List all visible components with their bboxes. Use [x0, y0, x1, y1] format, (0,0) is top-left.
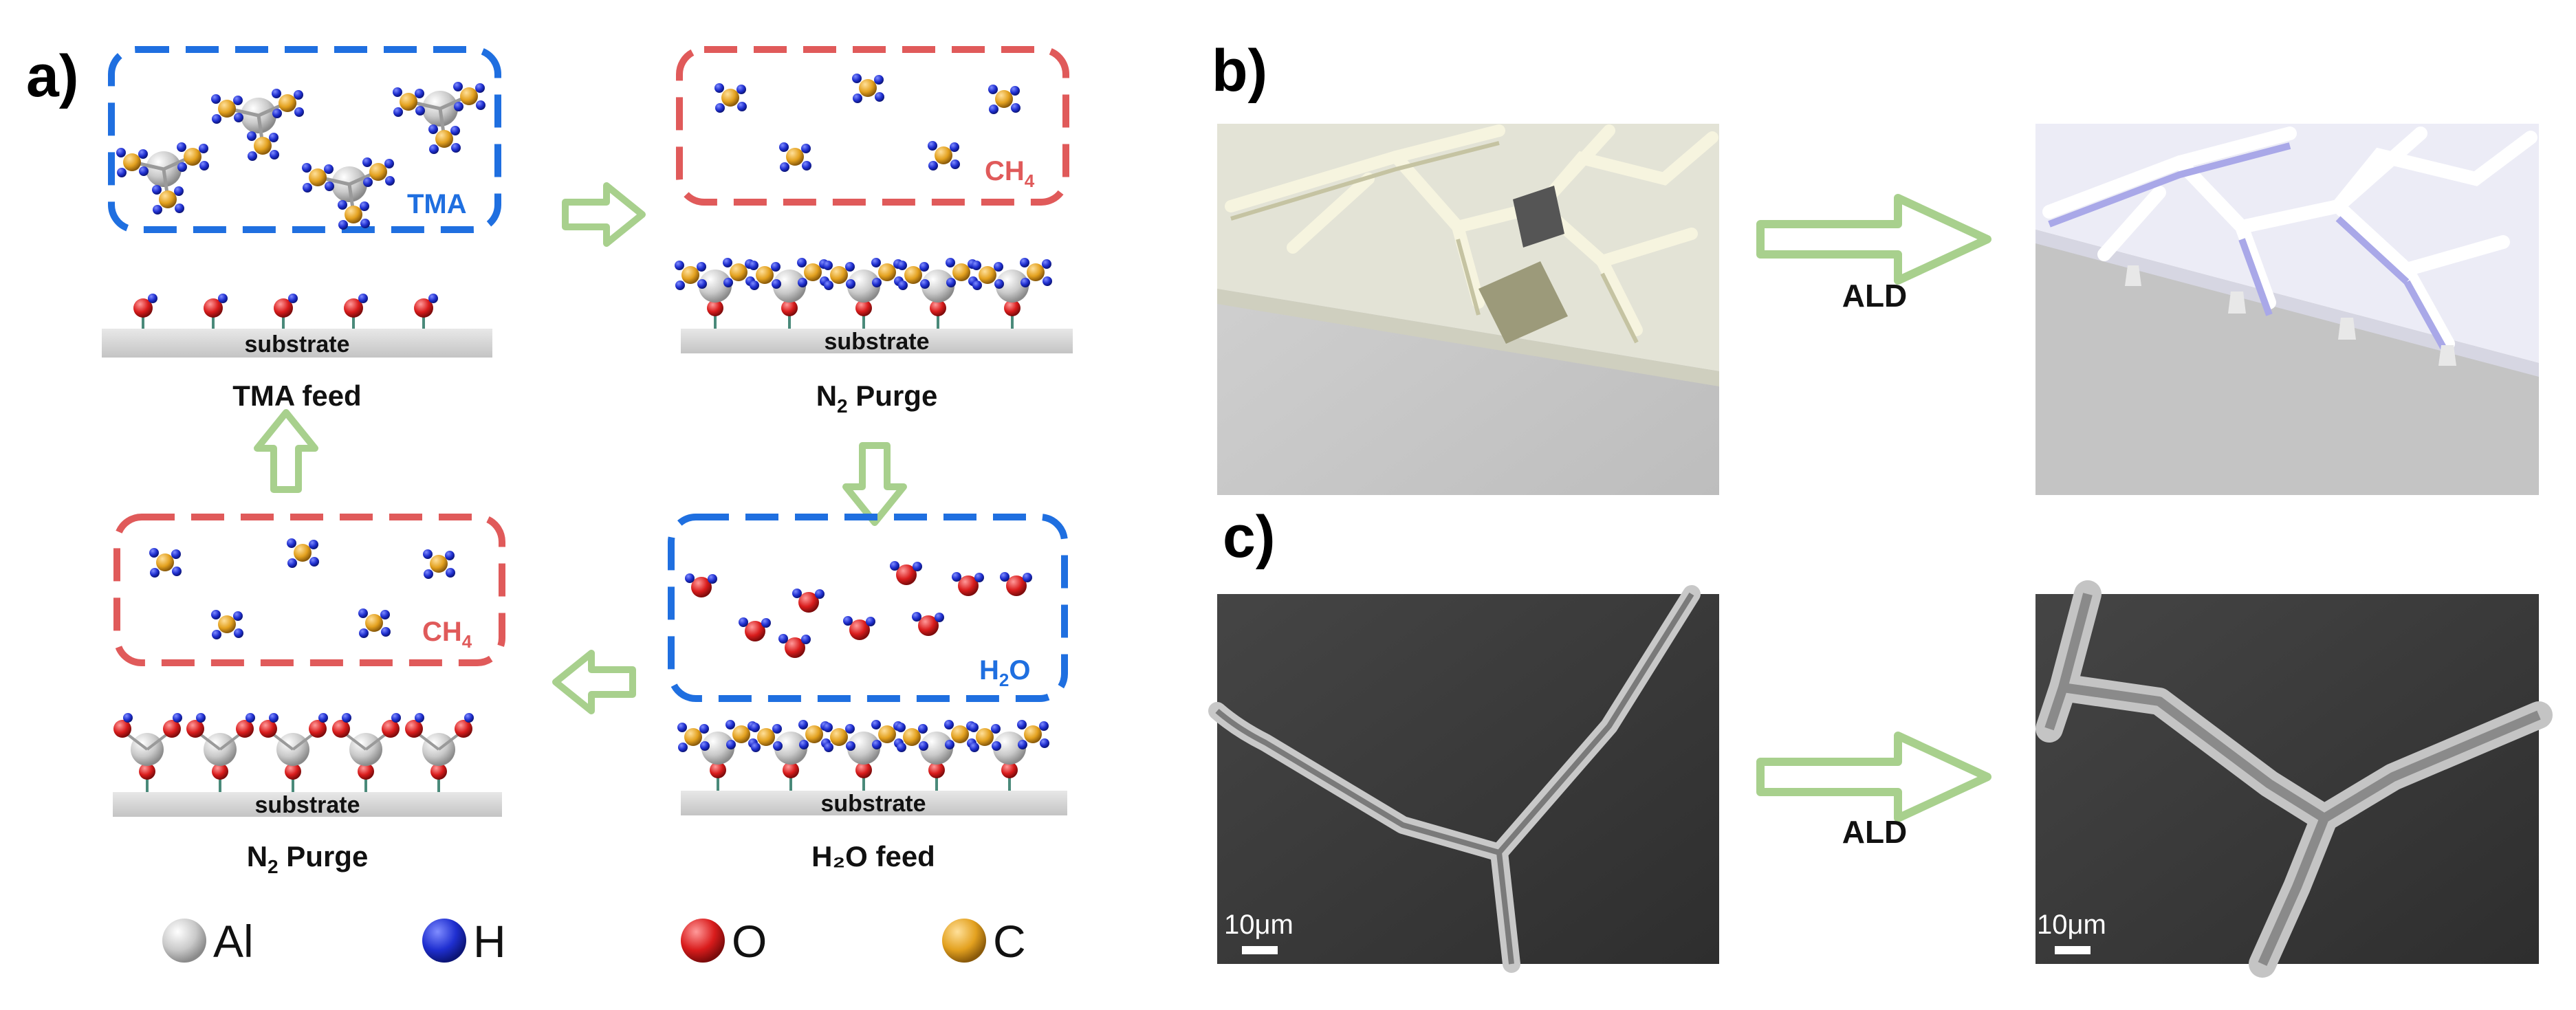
ch4-box-top-label: CH4 [985, 156, 1035, 191]
tma-molecule [302, 157, 395, 230]
panel-c-letter: c) [1223, 504, 1275, 570]
step-label-h2o-feed: H₂O feed [811, 840, 935, 872]
tma-box [108, 46, 501, 233]
cycle-arrow-up [257, 413, 315, 490]
tma-box-label: TMA [407, 189, 467, 219]
h2o-box-label: H2O [979, 655, 1030, 690]
substrate [681, 329, 1073, 353]
substrate-label: substrate [254, 792, 360, 818]
ch4-box-top [676, 46, 1069, 206]
tma-molecule [116, 142, 209, 215]
step-label-n2-purge-1: N2 Purge [816, 380, 938, 417]
substrate-label: substrate [244, 331, 349, 358]
scale-bar-right [2055, 946, 2091, 954]
step-n2-purge-2: CH4 substrate N2 Purge [112, 514, 505, 877]
scale-label-right: 10μm [2037, 910, 2106, 940]
cycle-arrow-down [846, 446, 904, 523]
ch4-box-left [113, 514, 505, 666]
ald-label-c: ALD [1842, 814, 1908, 850]
ald-label-b: ALD [1842, 278, 1908, 314]
substrate [681, 791, 1067, 815]
cycle-arrow-right [565, 186, 642, 243]
h2o-box [668, 514, 1068, 702]
step-n2-purge-1: CH4 substrate N2 Purge [675, 46, 1073, 417]
scale-bar-left [1242, 946, 1278, 954]
legend-c-label: C [993, 916, 1026, 967]
panel-a-letter: a) [26, 43, 78, 109]
legend-al-label: Al [213, 916, 254, 967]
render-after [2035, 124, 2539, 495]
step-label-tma-feed: TMA feed [232, 380, 361, 412]
panel-b-letter: b) [1212, 38, 1267, 104]
legend-o-label: O [732, 916, 767, 967]
step-h2o-feed: H2O substrate H₂O feed [668, 514, 1068, 872]
substrate-label: substrate [820, 791, 926, 817]
substrate [102, 329, 492, 358]
ch4-box-left-label: CH4 [422, 617, 472, 652]
legend: Al H O C [162, 916, 1026, 967]
legend-o-swatch [681, 919, 725, 963]
substrate [113, 792, 502, 817]
render-before [1217, 124, 1719, 495]
legend-h-swatch [422, 919, 466, 963]
legend-h-label: H [473, 916, 506, 967]
legend-c-swatch [942, 919, 986, 963]
substrate-label: substrate [824, 329, 929, 355]
step-label-n2-purge-2: N2 Purge [247, 840, 369, 877]
ald-arrow-c [1760, 736, 1987, 818]
tma-molecule [211, 89, 304, 161]
tma-molecule [393, 82, 485, 154]
sem-before: 10μm [1208, 585, 1719, 973]
legend-al-swatch [162, 919, 206, 963]
cycle-arrow-left [556, 653, 633, 711]
step-tma-feed: TMA substrate TMA feed [102, 46, 501, 412]
scale-label-left: 10μm [1224, 910, 1294, 940]
ald-arrow-b [1760, 198, 1987, 281]
sem-after: 10μm [2035, 580, 2553, 978]
